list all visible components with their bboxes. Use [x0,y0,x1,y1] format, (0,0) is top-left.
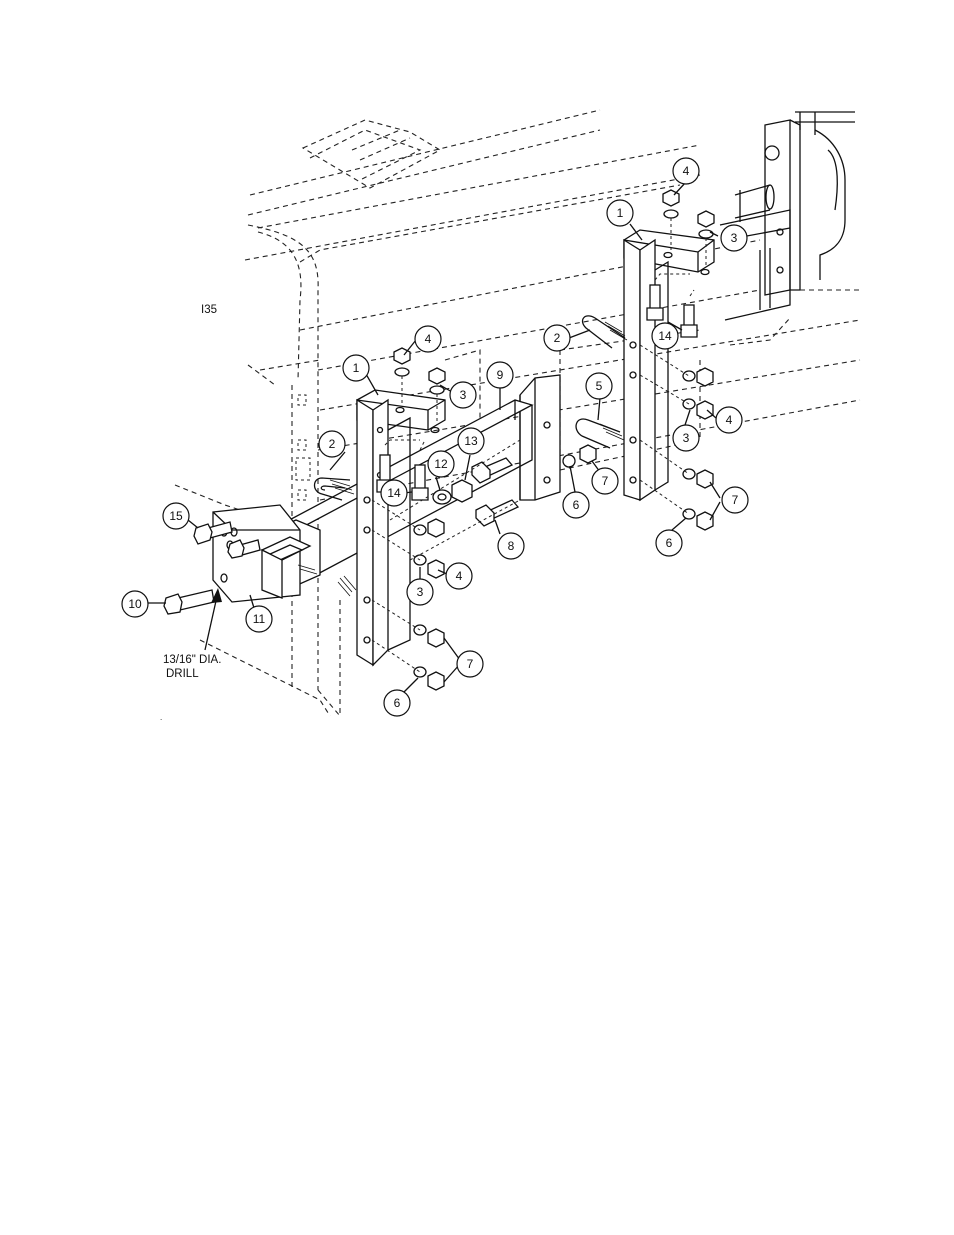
callout-6: 6 [656,530,682,556]
callout-label: 12 [434,457,448,471]
callout-10: 10 [122,591,148,617]
callout-4: 4 [446,563,472,589]
callout-6: 6 [563,492,589,518]
callout-2: 2 [544,325,570,351]
callout-label: 4 [456,569,463,583]
callout-label: 14 [658,329,672,343]
callout-label: 6 [666,536,673,550]
callout-12: 12 [428,451,454,477]
callout-1: 1 [607,200,633,226]
callout-label: 10 [128,597,142,611]
callout-label: 4 [683,164,690,178]
callout-13: 13 [458,428,484,454]
callout-label: 2 [329,437,336,451]
callout-label: 4 [425,332,432,346]
callout-3: 3 [673,425,699,451]
callout-6: 6 [384,690,410,716]
callout-label: 1 [353,361,360,375]
callout-7: 7 [592,468,618,494]
callout-14: 14 [652,323,678,349]
callout-14: 14 [381,480,407,506]
callout-label: 13 [464,434,478,448]
callout-8: 8 [498,533,524,559]
callout-label: 6 [394,696,401,710]
drill-note-line1: 13/16" DIA. [163,654,221,666]
callout-label: 9 [497,368,504,382]
callout-7: 7 [722,487,748,513]
callout-label: 15 [169,509,183,523]
callout-label: 3 [683,431,690,445]
corner-mark: . [160,713,162,722]
callout-4: 4 [673,158,699,184]
callout-label: 7 [602,474,609,488]
callout-4: 4 [716,407,742,433]
callout-label: 6 [573,498,580,512]
drill-note-line2: DRILL [166,668,199,680]
sheet-code: I35 [201,304,217,316]
callout-label: 8 [508,539,515,553]
callout-9: 9 [487,362,513,388]
callout-5: 5 [586,373,612,399]
callout-label: 11 [253,612,266,626]
rear-mount-plate [520,375,560,500]
callout-11: 11 [246,606,272,632]
callout-15: 15 [163,503,189,529]
callout-label: 5 [596,379,603,393]
callout-2: 2 [319,431,345,457]
callout-1: 1 [343,355,369,381]
callout-label: 14 [387,486,401,500]
callout-label: 3 [460,388,467,402]
callout-3: 3 [450,382,476,408]
callout-label: 7 [732,493,739,507]
callout-3: 3 [407,579,433,605]
callout-label: 7 [467,657,474,671]
callout-label: 3 [417,585,424,599]
callout-7: 7 [457,651,483,677]
callout-label: 1 [617,206,624,220]
callout-label: 3 [731,231,738,245]
callout-label: 4 [726,413,733,427]
callout-label: 2 [554,331,561,345]
callout-3: 3 [721,225,747,251]
callout-4: 4 [415,326,441,352]
